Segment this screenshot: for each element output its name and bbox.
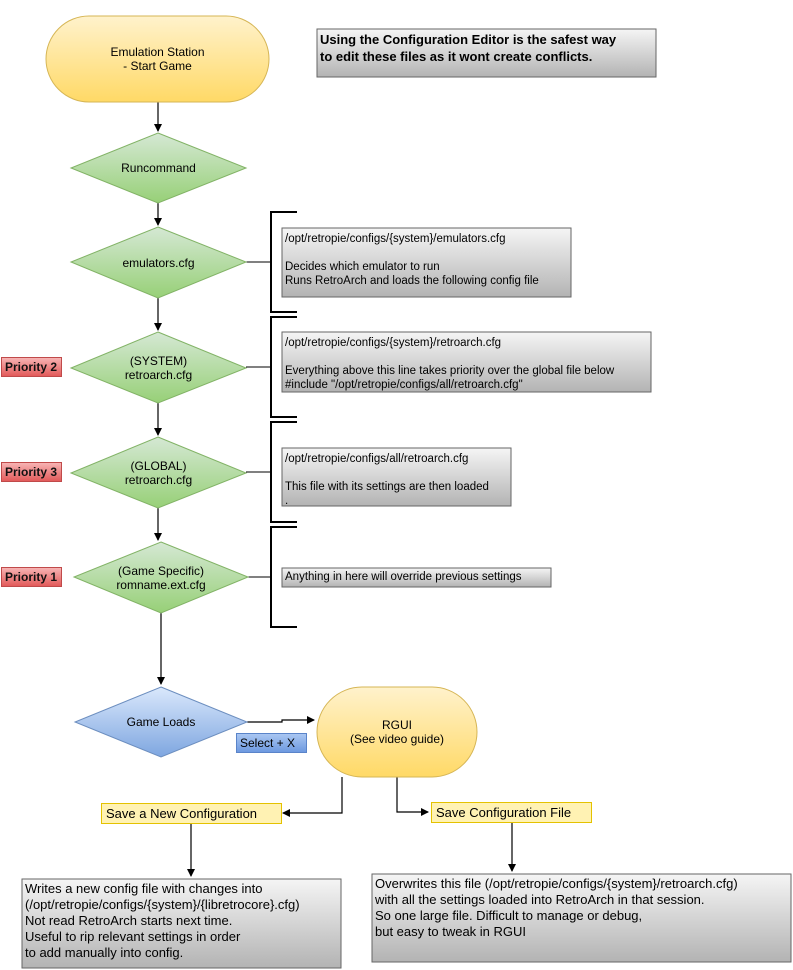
- tip-text: Using the Configuration Editor is the sa…: [320, 32, 617, 64]
- global-decision: [69, 436, 248, 509]
- bracket-global: [246, 421, 297, 523]
- arrow-rgui-save-new: [282, 777, 343, 817]
- note-global: /opt/retropie/configs/all/retroarch.cfg …: [285, 453, 489, 507]
- note-box-system: [281, 331, 652, 393]
- game-loads-decision: [73, 686, 249, 758]
- start-terminator: [45, 15, 270, 103]
- save-file-description: Overwrites this file (/opt/retropie/conf…: [375, 876, 738, 939]
- system-decision: [69, 331, 248, 404]
- bracket-system: [246, 316, 297, 418]
- note-box-game: [281, 567, 552, 588]
- bracket-emulators: [246, 211, 297, 313]
- bracket-game: [246, 526, 297, 628]
- emulators-label: emulators.cfg: [122, 255, 195, 270]
- runcommand-label: Runcommand: [121, 161, 196, 175]
- priority-3-badge: Priority 3: [1, 462, 62, 482]
- arrow-loads-rgui: [247, 716, 315, 724]
- system-label: (SYSTEM) retroarch.cfg: [124, 353, 193, 382]
- global-label: (GLOBAL) retroarch.cfg: [124, 458, 193, 487]
- runcommand-decision: [69, 132, 248, 204]
- note-box-emulators: [281, 227, 572, 298]
- note-game: Anything in here will override previous …: [285, 571, 522, 583]
- flow-arrows: [154, 102, 516, 877]
- rgui-terminator: [316, 686, 478, 778]
- save-new-description: Writes a new config file with changes in…: [25, 881, 300, 960]
- tip-box: [316, 28, 657, 78]
- arrow-rgui-save-file: [396, 777, 429, 816]
- start-label: Emulation Station - Start Game: [110, 45, 205, 73]
- game-decision: [72, 541, 250, 614]
- note-emulators: /opt/retropie/configs/{system}/emulators…: [285, 233, 539, 287]
- rgui-label: RGUI (See video guide): [349, 718, 445, 746]
- save-new-configuration-label: Save a New Configuration: [101, 803, 282, 824]
- game-loads-label: Game Loads: [126, 715, 196, 729]
- save-configuration-file-label: Save Configuration File: [431, 802, 592, 823]
- emulators-decision: [69, 226, 248, 299]
- note-system: /opt/retropie/configs/{system}/retroarch…: [285, 337, 615, 391]
- priority-2-badge: Priority 2: [1, 357, 62, 377]
- game-label: (Game Specific) romname.ext.cfg: [116, 563, 206, 592]
- note-box-global: [281, 447, 512, 507]
- desc-box-save-file: [371, 873, 792, 963]
- priority-1-badge: Priority 1: [1, 567, 62, 587]
- desc-box-save-new: [21, 878, 342, 969]
- select-x-label: Select + X: [236, 733, 307, 753]
